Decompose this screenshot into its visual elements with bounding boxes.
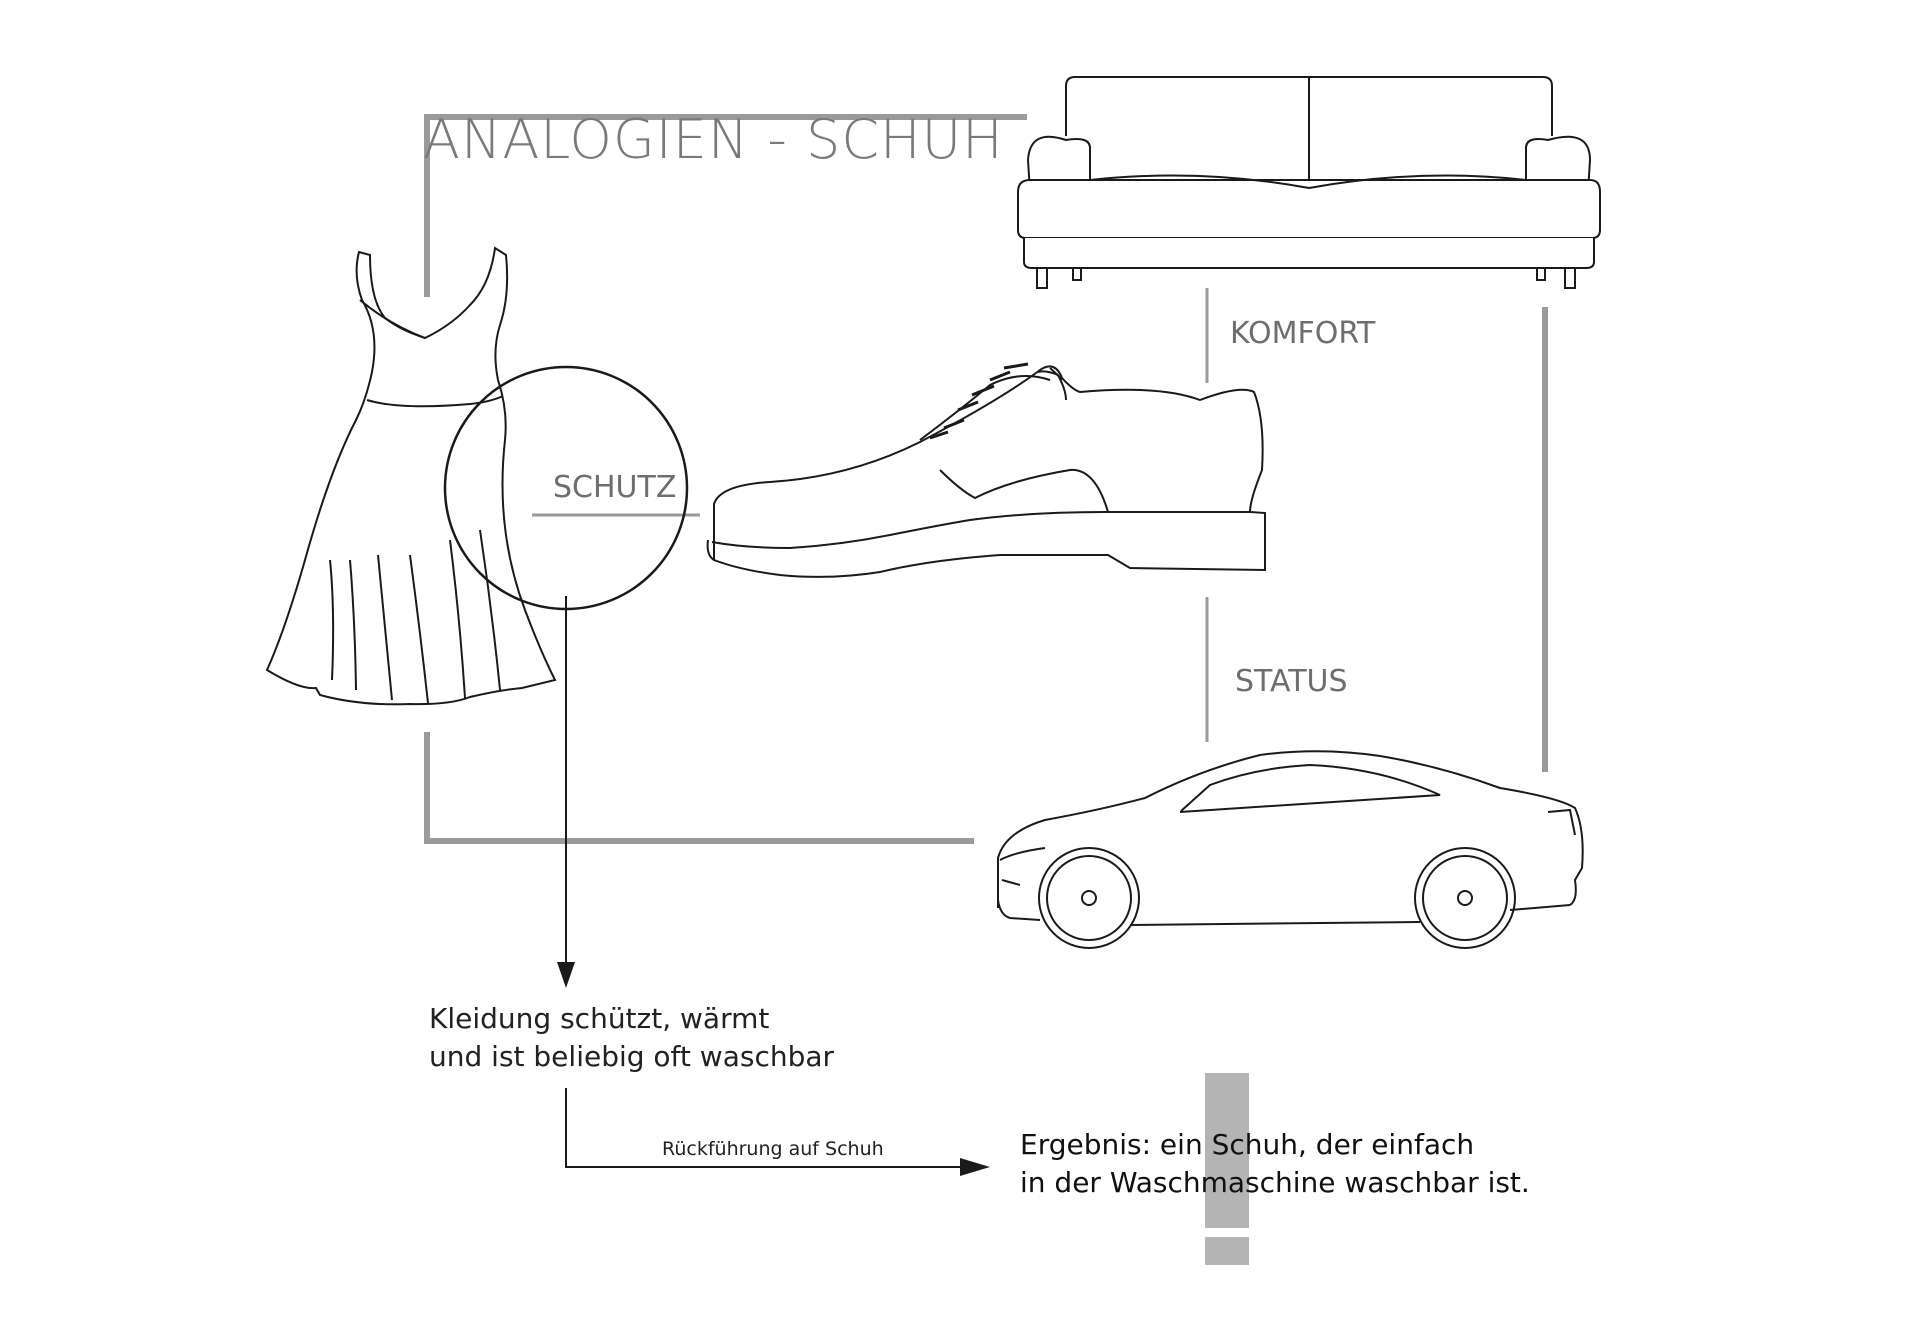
komfort-label: KOMFORT: [1230, 316, 1376, 351]
car-icon: [997, 750, 1584, 949]
result-line2: in der Waschmaschine waschbar ist.: [1020, 1166, 1530, 1199]
arrow-label: Rückführung auf Schuh: [662, 1138, 884, 1160]
page-title: ANALOGIEN - SCHUH: [423, 108, 1004, 171]
sofa-icon: [1017, 76, 1601, 289]
clothing-note-line1: Kleidung schützt, wärmt: [429, 1002, 770, 1035]
result-line1: Ergebnis: ein Schuh, der einfach: [1020, 1128, 1475, 1161]
arrow-down: [557, 596, 575, 988]
schutz-label: SCHUTZ: [553, 470, 677, 505]
frame-bottom-left: [424, 732, 974, 844]
frame-top-left: [424, 114, 1027, 297]
clothing-note-line2: und ist beliebig oft waschbar: [429, 1040, 835, 1073]
connector-lines: [532, 288, 1209, 742]
exclamation-icon: [1205, 1073, 1249, 1265]
dress-icon: [265, 246, 557, 706]
status-label: STATUS: [1235, 664, 1348, 699]
result-text: Ergebnis: ein Schuh, der einfach in der …: [1020, 1126, 1530, 1202]
frame-lines: [424, 114, 1548, 844]
shoe-icon: [706, 362, 1266, 578]
arrow-to-result: [565, 1088, 990, 1176]
clothing-note: Kleidung schützt, wärmt und ist beliebig…: [429, 1000, 834, 1076]
